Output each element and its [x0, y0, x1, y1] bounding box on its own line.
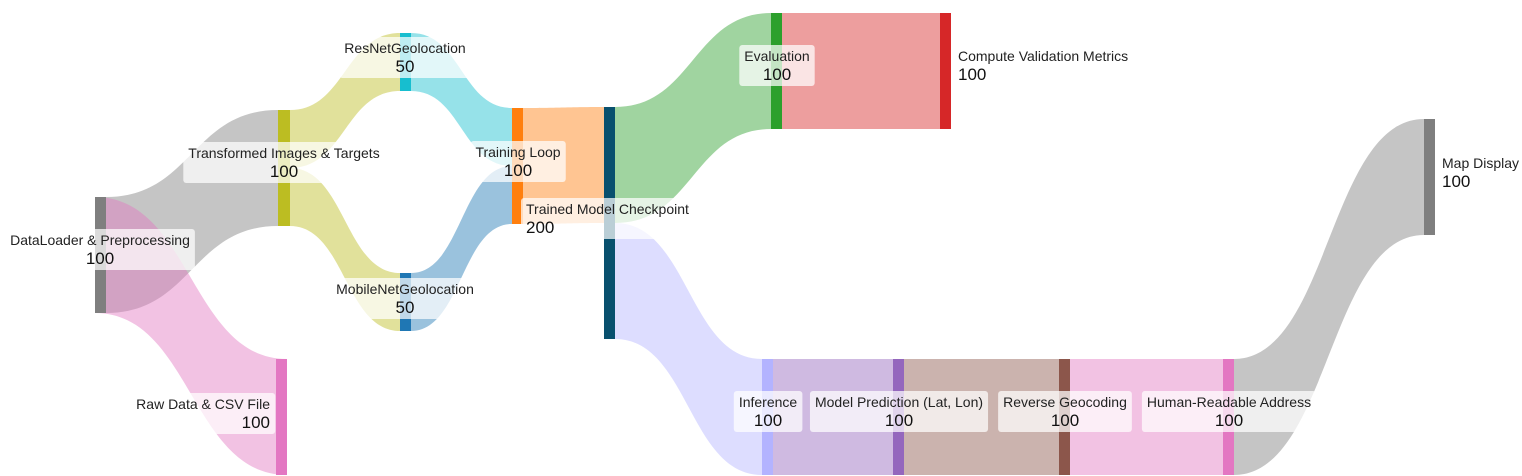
label-background — [733, 391, 803, 432]
label-background — [331, 278, 479, 319]
node-label-value: 100 — [270, 162, 298, 181]
label-background — [183, 142, 385, 183]
node-label-value: 100 — [242, 413, 270, 432]
node-label-value: 100 — [1442, 172, 1470, 191]
links-layer — [95, 13, 1424, 475]
label-background — [131, 393, 276, 434]
node-label-name: Trained Model Checkpoint — [526, 201, 689, 217]
label-background — [339, 37, 471, 78]
node-label-name: Training Loop — [475, 144, 560, 160]
node-label-value: 200 — [526, 218, 554, 237]
link-ckpt-to-inf[interactable] — [615, 223, 762, 475]
label-background — [1141, 391, 1317, 432]
link-ckpt-to-eval[interactable] — [615, 13, 771, 223]
node-label-name: Transformed Images & Targets — [188, 145, 379, 161]
node-label-name: Evaluation — [744, 48, 809, 64]
node-label-name: DataLoader & Preprocessing — [10, 232, 190, 248]
node-label-name: Model Prediction (Lat, Lon) — [815, 394, 983, 410]
node-map[interactable] — [1424, 119, 1435, 235]
label-background — [521, 198, 695, 239]
node-label-name: Map Display — [1442, 155, 1519, 171]
node-label-value: 100 — [1051, 411, 1079, 430]
node-cvm[interactable] — [940, 13, 951, 129]
node-label-name: Reverse Geocoding — [1003, 394, 1127, 410]
node-label-name: Inference — [739, 394, 798, 410]
node-label-value: 100 — [86, 249, 114, 268]
node-label-value: 100 — [763, 65, 791, 84]
node-label-name: Human-Readable Address — [1147, 394, 1311, 410]
node-label-value: 100 — [885, 411, 913, 430]
node-label-value: 100 — [504, 161, 532, 180]
link-eval-to-cvm[interactable] — [782, 13, 940, 129]
node-label-name: Raw Data & CSV File — [136, 396, 270, 412]
node-label-value: 50 — [396, 298, 415, 317]
node-label-value: 100 — [1215, 411, 1243, 430]
node-raw[interactable] — [276, 359, 287, 475]
node-label-name: Compute Validation Metrics — [958, 48, 1128, 64]
label-background — [5, 229, 195, 270]
label-background — [470, 141, 566, 182]
label-background — [739, 45, 815, 86]
node-label-name: ResNetGeolocation — [344, 40, 465, 56]
node-label-value: 100 — [754, 411, 782, 430]
label-pred: Model Prediction (Lat, Lon)100 — [809, 391, 989, 432]
node-label-name: MobileNetGeolocation — [336, 281, 474, 297]
label-background — [998, 391, 1132, 432]
label-background — [809, 391, 989, 432]
node-label-value: 100 — [958, 65, 986, 84]
node-label-value: 50 — [396, 57, 415, 76]
link-hra-to-map[interactable] — [1234, 119, 1424, 475]
